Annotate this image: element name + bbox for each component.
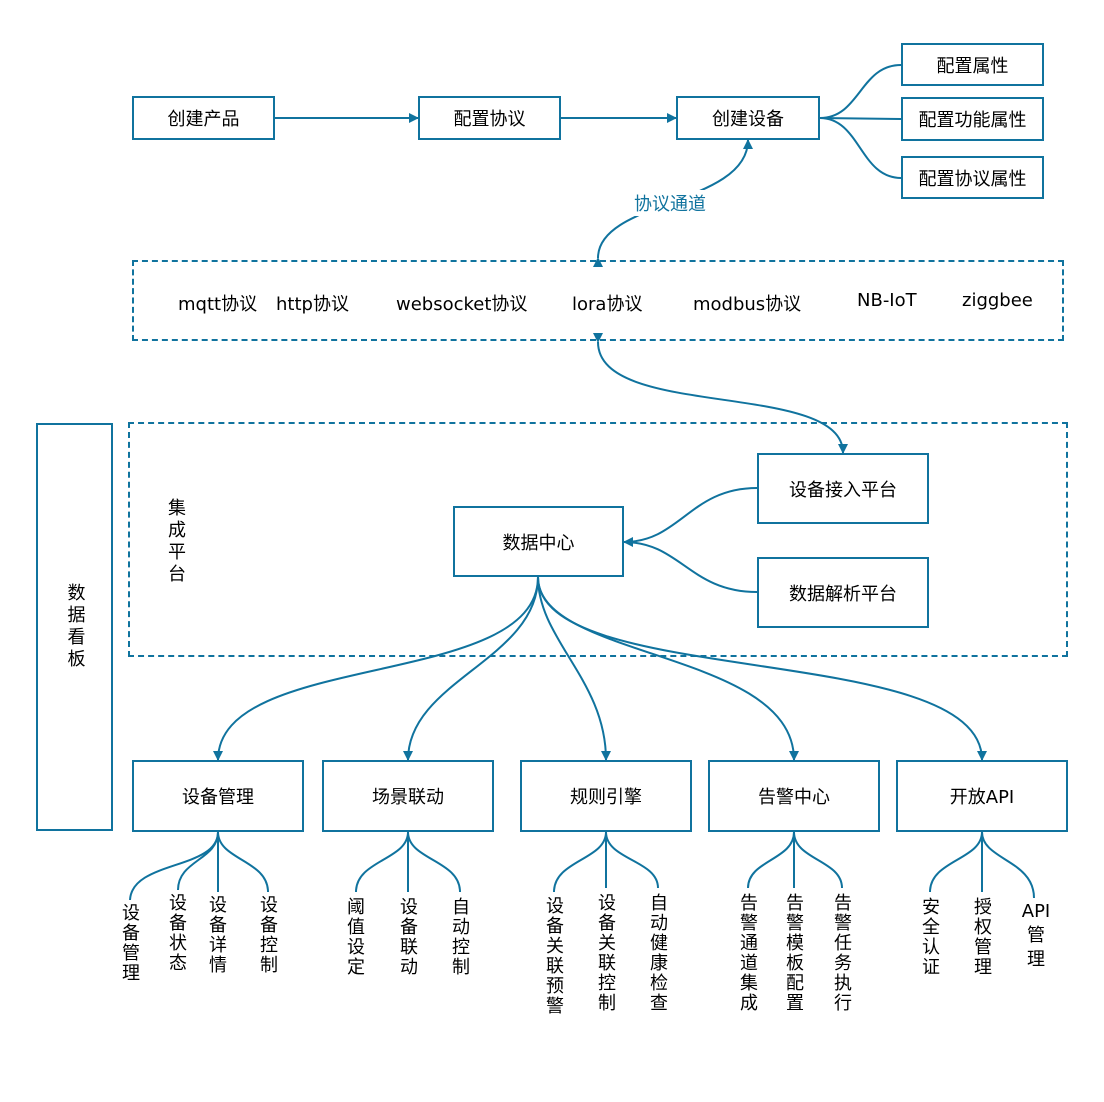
module-label-2: 场景联动 (372, 787, 444, 808)
platform-label: 集成平台 (165, 498, 186, 586)
item-1-1: 设备管理 (119, 903, 140, 983)
module-label-4: 告警中心 (758, 787, 830, 808)
create-device-label: 创建设备 (712, 109, 784, 130)
create-product-box: 创建产品 (132, 96, 275, 140)
protocol-modbus: modbus协议 (693, 294, 802, 315)
arrow-center-to-mod-5 (537, 576, 987, 761)
item-3-3: 自动健康检查 (647, 893, 668, 1013)
item-1-4: 设备控制 (257, 895, 278, 975)
data-center-label: 数据中心 (502, 532, 575, 554)
arrow-center-to-mod-2 (403, 576, 539, 761)
item-4-1: 告警通道集成 (737, 893, 758, 1013)
attr-box-3: 配置协议属性 (901, 156, 1044, 199)
attr-label-2: 配置功能属性 (918, 110, 1027, 131)
item-4-2: 告警模板配置 (783, 893, 804, 1013)
arrow-center-to-mod-3 (537, 576, 611, 761)
attr-box-1: 配置属性 (901, 43, 1044, 86)
item-3-2: 设备关联控制 (595, 893, 616, 1013)
item-1-2: 设备状态 (166, 893, 187, 973)
data-center-box: 数据中心 (453, 506, 624, 577)
curve-parse-to-center (623, 541, 758, 593)
protocol-mqtt: mqtt协议 (178, 294, 258, 315)
attr-label-3: 配置协议属性 (918, 168, 1027, 190)
module-device-management: 设备管理 (132, 760, 304, 832)
item-4-3: 告警任务执行 (831, 893, 852, 1013)
item-3-1: 设备关联预警 (543, 896, 564, 1016)
item-1-3: 设备详情 (206, 895, 227, 975)
item-2-3: 自动控制 (449, 897, 470, 977)
module-label-5: 开放API (949, 787, 1015, 808)
module-alarm-center: 告警中心 (708, 760, 880, 832)
parse-platform-box: 数据解析平台 (757, 557, 929, 628)
arrow-center-to-mod-1 (213, 576, 539, 761)
channel-label: 协议通道 (634, 190, 706, 216)
module-open-api: 开放API (896, 760, 1068, 832)
curve-access-to-center (623, 487, 758, 547)
config-protocol-label: 配置协议 (453, 109, 526, 130)
dashboard-box: 数据看板 (36, 423, 113, 831)
module-rule-engine: 规则引擎 (520, 760, 692, 832)
module-label-1: 设备管理 (182, 787, 254, 808)
protocol-websocket: websocket协议 (396, 294, 528, 315)
protocol-http: http协议 (276, 294, 349, 315)
arrow-protocols-to-access (592, 332, 848, 454)
curve-device-to-attr-1 (819, 64, 902, 119)
access-platform-label: 设备接入平台 (789, 479, 897, 501)
item-2-2: 设备联动 (397, 897, 418, 977)
access-platform-box: 设备接入平台 (757, 453, 929, 524)
curve-device-to-attr-3 (819, 117, 902, 179)
platform-container (128, 422, 1068, 657)
attr-box-2: 配置功能属性 (901, 97, 1044, 141)
protocol-ziggbee: ziggbee (962, 290, 1033, 311)
parse-platform-label: 数据解析平台 (789, 583, 897, 605)
config-protocol-box: 配置协议 (418, 96, 561, 140)
item-2-1: 阈值设定 (344, 897, 365, 977)
create-device-box: 创建设备 (676, 96, 820, 140)
create-product-label: 创建产品 (167, 109, 240, 130)
item-5-2: 授权管理 (971, 897, 992, 977)
curve-device-to-attr-2 (819, 117, 902, 120)
protocol-nbiot: NB-IoT (857, 290, 917, 311)
item-5-1: 安全认证 (919, 897, 940, 977)
protocol-lora: lora协议 (572, 294, 643, 315)
module-label-3: 规则引擎 (570, 787, 642, 808)
module-scene-linkage: 场景联动 (322, 760, 494, 832)
attr-label-1: 配置属性 (936, 55, 1009, 77)
dashboard-label: 数据看板 (64, 583, 86, 671)
protocol-container (132, 260, 1064, 341)
